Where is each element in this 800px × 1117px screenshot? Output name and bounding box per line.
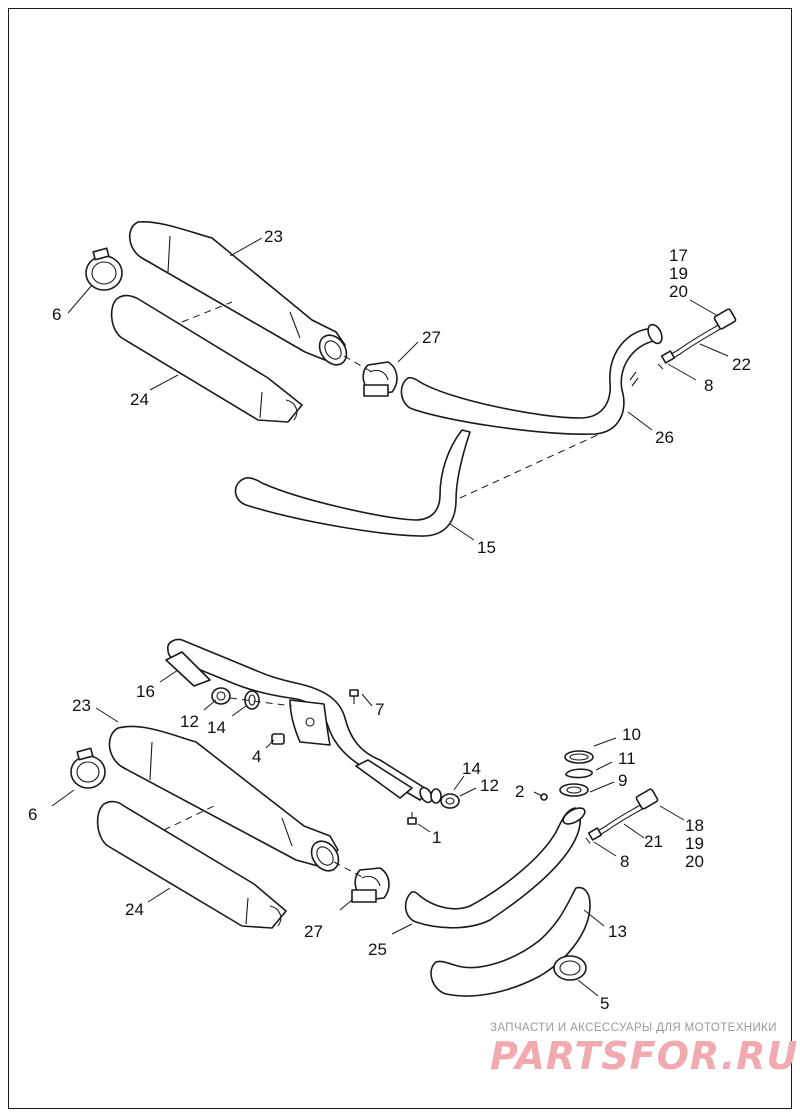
callout-15-upper: 15 <box>477 538 496 557</box>
part-heat-shield-lower[interactable] <box>96 800 287 929</box>
lower-assembly <box>51 638 685 997</box>
callout-18-lower: 18 <box>685 816 704 835</box>
callout-19-lower: 19 <box>685 834 704 853</box>
part-nut[interactable] <box>271 733 285 745</box>
callout-16-lower: 16 <box>136 682 155 701</box>
part-mounting-bracket[interactable] <box>165 638 434 804</box>
callout-12-right-lower: 12 <box>480 776 499 795</box>
watermark-tagline: ЗАПЧАСТИ И АКСЕССУАРЫ ДЛЯ МОТОТЕХНИКИ <box>490 1022 777 1034</box>
callout-25-lower: 25 <box>368 940 387 959</box>
part-head-pipe-front-upper[interactable] <box>400 322 664 435</box>
callout-22-upper: 22 <box>732 355 751 374</box>
part-hose-clamp-upper[interactable] <box>85 247 123 291</box>
part-head-pipe-front-lower[interactable] <box>404 805 588 929</box>
part-flange[interactable] <box>559 783 589 797</box>
diagram-frame <box>8 8 792 1109</box>
callout-19-upper: 19 <box>669 264 688 283</box>
callout-6-upper: 6 <box>52 305 61 324</box>
callout-26-upper: 26 <box>655 428 674 447</box>
callout-12-left-lower: 12 <box>180 712 199 731</box>
callout-24-lower: 24 <box>125 900 144 919</box>
part-spacer-right[interactable] <box>430 788 442 804</box>
part-head-pipe-rear-lower[interactable] <box>430 886 591 997</box>
upper-assembly <box>67 221 737 541</box>
part-bolt-bottom[interactable] <box>407 812 417 825</box>
callouts-upper: 23 6 24 27 17 19 20 22 8 26 15 <box>52 227 751 557</box>
callout-8-upper: 8 <box>704 376 713 395</box>
watermark-logo: PARTSFOR.RU <box>490 1034 799 1078</box>
part-bolt-top[interactable] <box>349 689 359 704</box>
callout-27-upper: 27 <box>422 328 441 347</box>
callout-23-upper: 23 <box>264 227 283 246</box>
part-heat-shield-upper[interactable] <box>110 294 303 423</box>
callout-8-lower: 8 <box>620 852 629 871</box>
part-muffler-upper[interactable] <box>129 221 352 370</box>
part-muffler-lower[interactable] <box>108 725 344 876</box>
part-o2-sensor-upper[interactable] <box>660 308 737 364</box>
callout-14-right-lower: 14 <box>462 759 481 778</box>
part-screw[interactable] <box>540 793 548 801</box>
callout-2-lower: 2 <box>515 782 524 801</box>
part-clamp-lower[interactable] <box>351 867 390 903</box>
callout-20-upper: 20 <box>669 282 688 301</box>
callout-24-upper: 24 <box>130 390 149 409</box>
callout-10-lower: 10 <box>622 725 641 744</box>
callout-7-lower: 7 <box>375 700 384 719</box>
callout-23-lower: 23 <box>72 696 91 715</box>
part-o2-sensor-lower[interactable] <box>587 788 659 841</box>
part-grommet-left[interactable] <box>211 687 231 705</box>
callout-17-upper: 17 <box>669 246 688 265</box>
callout-4-lower: 4 <box>252 747 261 766</box>
callout-27-lower: 27 <box>304 922 323 941</box>
callout-20-lower: 20 <box>685 852 704 871</box>
callout-9-lower: 9 <box>618 771 627 790</box>
callout-21-lower: 21 <box>644 832 663 851</box>
callout-11-lower: 11 <box>618 749 636 768</box>
part-gasket[interactable] <box>564 750 594 764</box>
callouts-lower: 16 7 23 12 14 4 10 11 9 14 12 2 6 1 18 2… <box>28 682 704 1013</box>
callout-13-lower: 13 <box>608 922 627 941</box>
part-hose-clamp-lower[interactable] <box>70 747 106 789</box>
part-head-pipe-rear-upper[interactable] <box>234 429 471 537</box>
part-clamp-upper[interactable] <box>362 361 398 397</box>
callout-14-left-lower: 14 <box>207 718 226 737</box>
part-hose-clamp-small[interactable] <box>553 955 587 981</box>
callout-5-lower: 5 <box>600 994 609 1013</box>
callout-6-lower: 6 <box>28 805 37 824</box>
part-grommet-right[interactable] <box>440 793 460 809</box>
callout-1-lower: 1 <box>432 828 441 847</box>
part-retaining-ring[interactable] <box>565 768 593 779</box>
